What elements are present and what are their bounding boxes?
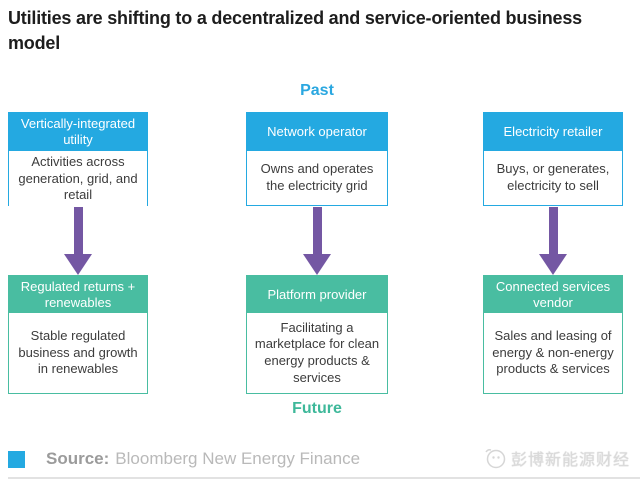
future-box-header: Connected services vendor (484, 276, 622, 314)
future-box: Regulated returns + renewables Stable re… (8, 275, 148, 394)
down-arrow-shaft (312, 207, 322, 254)
bottom-divider (8, 477, 640, 479)
down-arrow-shaft (548, 207, 558, 254)
past-box-body: Buys, or generates, electricity to sell (484, 151, 622, 205)
future-box: Connected services vendor Sales and leas… (483, 275, 623, 394)
past-box-header: Electricity retailer (484, 113, 622, 151)
watermark-text: 彭博新能源财经 (510, 452, 630, 469)
down-arrow-head (64, 254, 92, 275)
source-label: Source: (46, 449, 110, 468)
down-arrow-head (539, 254, 567, 275)
past-box: Network operator Owns and operates the e… (246, 112, 388, 206)
future-box-body: Facilitating a marketplace for clean ene… (247, 313, 387, 393)
past-box-header: Vertically-integrated utility (9, 113, 147, 151)
past-box-body: Owns and operates the electricity grid (247, 151, 387, 205)
watermark: 彭博新能源财经 (483, 446, 630, 470)
future-box: Platform provider Facilitating a marketp… (246, 275, 388, 394)
future-box-header: Regulated returns + renewables (9, 276, 147, 314)
source-bullet-icon (8, 450, 25, 468)
past-box: Vertically-integrated utility Activities… (8, 112, 148, 207)
down-arrow-shaft (73, 207, 83, 254)
past-box-header: Network operator (247, 113, 387, 151)
down-arrow (8, 207, 148, 275)
column-network-operator: Network operator Owns and operates the e… (246, 0, 388, 483)
down-arrow (483, 207, 623, 275)
past-box: Electricity retailer Buys, or generates,… (483, 112, 623, 206)
column-vertically-integrated-utility: Vertically-integrated utility Activities… (8, 0, 148, 483)
future-box-body: Stable regulated business and growth in … (9, 313, 147, 393)
source-text: Bloomberg New Energy Finance (115, 449, 361, 468)
watermark-logo-icon (485, 449, 506, 469)
down-arrow (246, 207, 388, 275)
past-label: Past (300, 82, 334, 99)
source-row: Source: Bloomberg New Energy Finance (8, 449, 360, 469)
past-box-body: Activities across generation, grid, and … (9, 151, 147, 207)
future-box-header: Platform provider (247, 276, 387, 313)
chart-title: Utilities are shifting to a decentralize… (8, 8, 582, 53)
column-electricity-retailer: Electricity retailer Buys, or generates,… (483, 0, 623, 483)
future-label: Future (292, 400, 342, 417)
down-arrow-head (303, 254, 331, 275)
future-box-body: Sales and leasing of energy & non-energy… (484, 313, 622, 393)
